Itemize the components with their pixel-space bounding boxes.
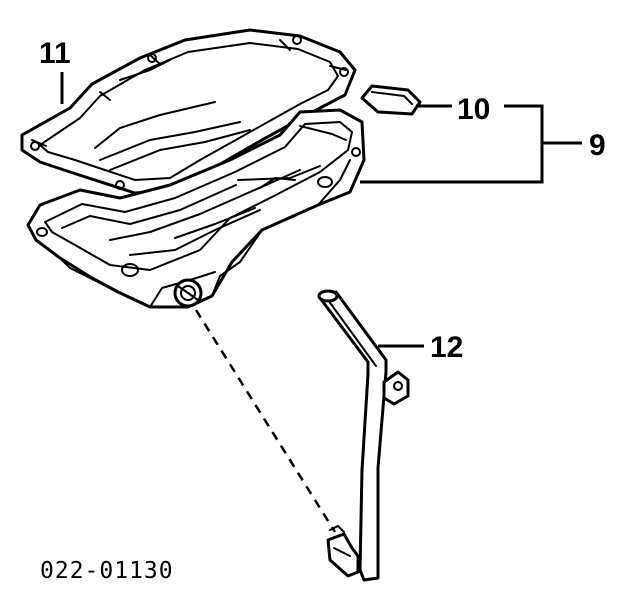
callout-12: 12: [430, 331, 463, 364]
drain-bolt: [173, 278, 203, 308]
alignment-dashed-line: [194, 309, 337, 533]
oil-pan-gasket: [20, 28, 357, 195]
plug-cap: [360, 84, 422, 116]
callout-9: 9: [589, 129, 606, 162]
dipstick-tube: [317, 289, 410, 582]
drawing-code: 022-01130: [40, 558, 174, 584]
callout-11: 11: [39, 37, 71, 70]
leader-10-bracket: [360, 104, 544, 184]
callout-10: 10: [457, 93, 490, 126]
oil-pan: [26, 108, 366, 309]
